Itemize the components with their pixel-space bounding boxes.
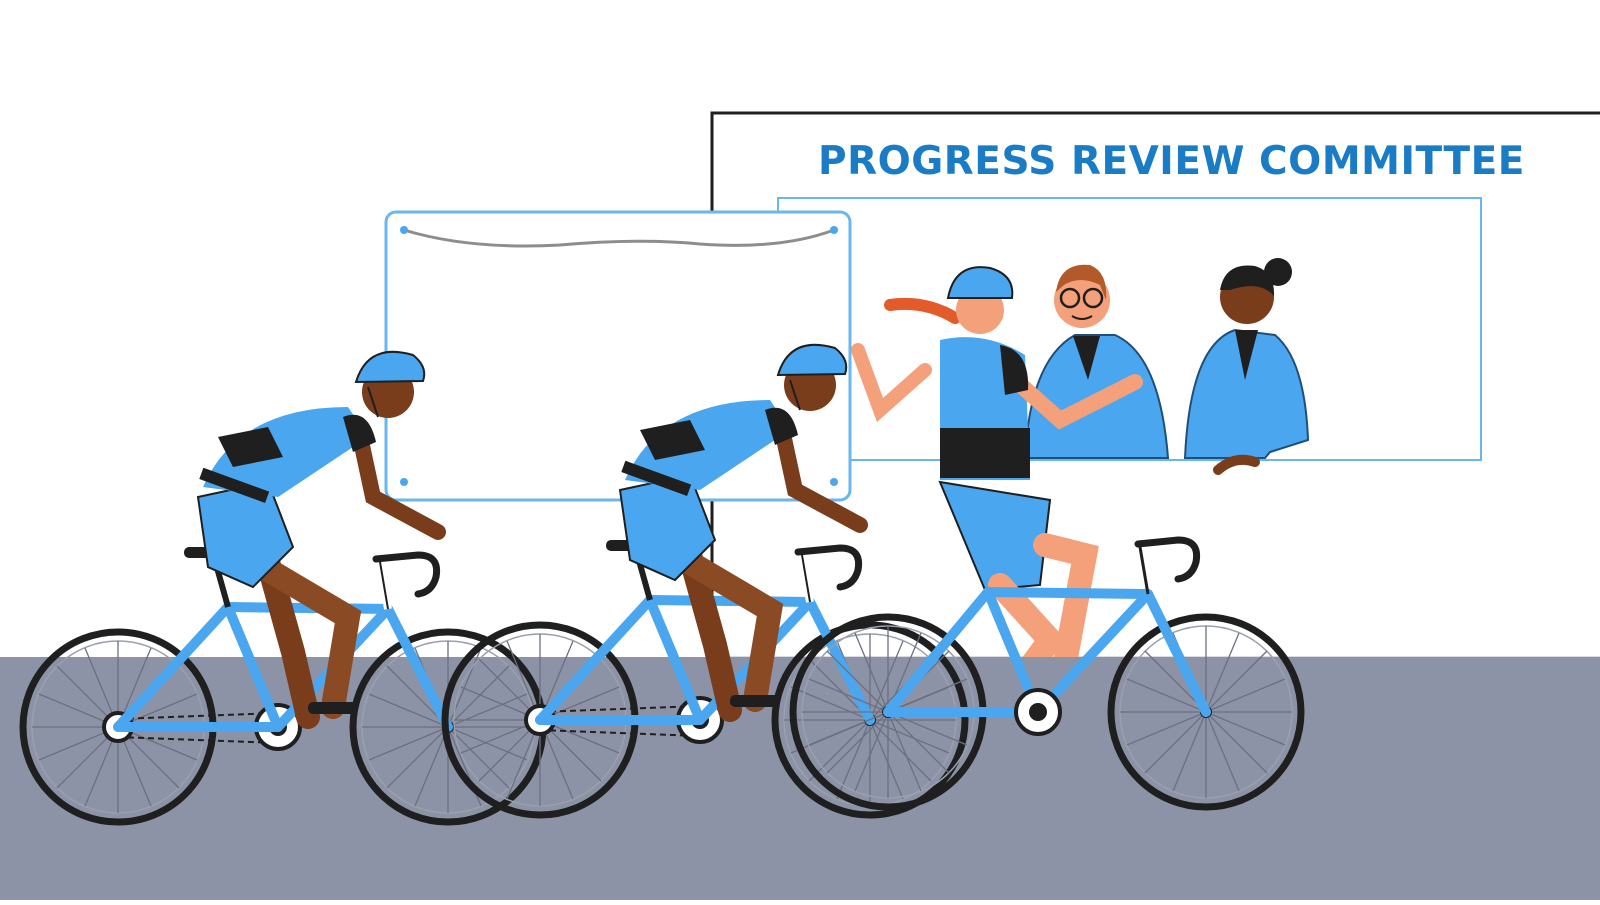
bicycle-icon-front xyxy=(793,536,1301,807)
presenting-cyclist xyxy=(851,266,1143,727)
road xyxy=(0,657,1600,900)
page-title: PROGRESS REVIEW COMMITTEE xyxy=(818,139,1525,184)
